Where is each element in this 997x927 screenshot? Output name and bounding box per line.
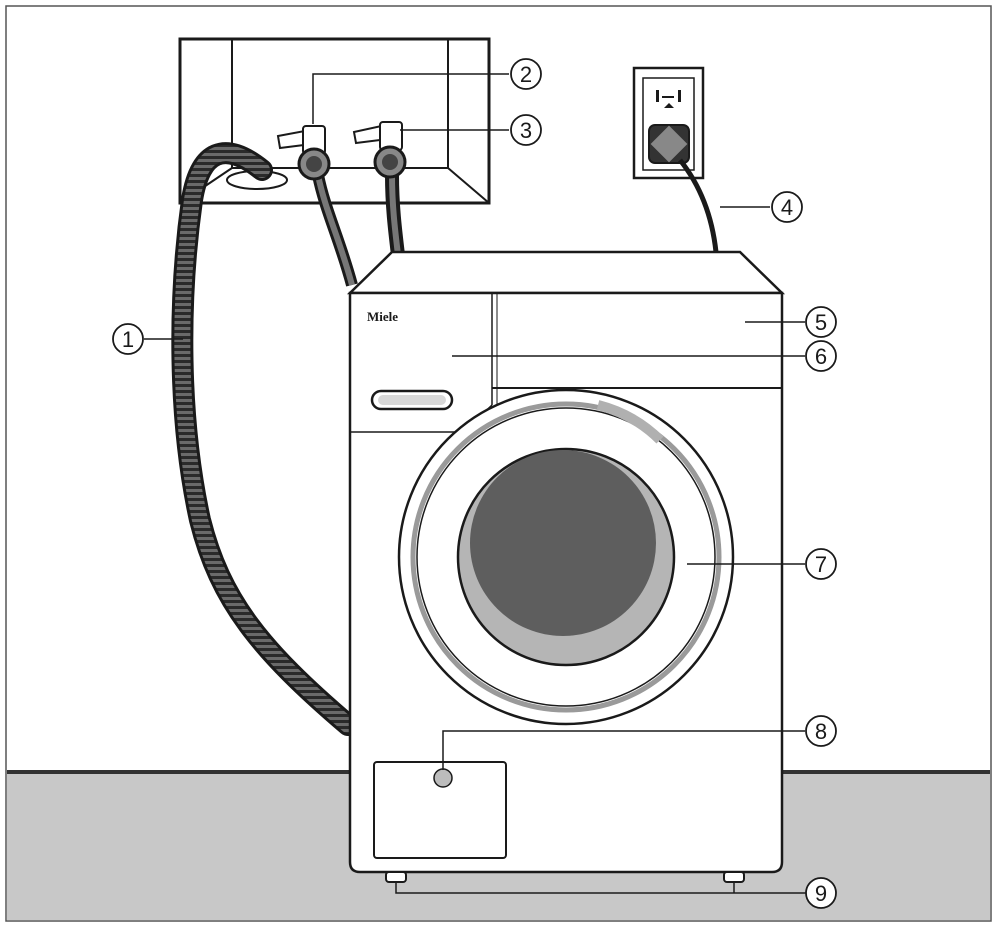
electrical-outlet (632, 66, 705, 180)
callout-4-label: 4 (781, 195, 793, 220)
door-hinge-highlight (596, 400, 664, 444)
brand-logo: Miele (367, 309, 398, 324)
callout-9-label: 9 (815, 881, 827, 906)
callout-1-label: 1 (122, 327, 134, 352)
foot-right (723, 871, 745, 883)
callout-4: 4 (771, 191, 803, 223)
callout-7: 7 (805, 548, 837, 580)
callout-1: 1 (112, 323, 144, 355)
power-cord (678, 158, 719, 253)
callout-6: 6 (805, 340, 837, 372)
washing-machine: Miele (346, 250, 786, 883)
callout-3-label: 3 (520, 118, 532, 143)
callout-8-label: 8 (815, 719, 827, 744)
filter-access-panel (373, 761, 507, 859)
callout-3: 3 (510, 114, 542, 146)
callout-5: 5 (805, 306, 837, 338)
utility-box (178, 37, 491, 205)
filter-cap (433, 768, 453, 788)
callout-6-label: 6 (815, 344, 827, 369)
door-glass (470, 450, 656, 636)
callout-leaders (144, 73, 806, 894)
hot-water-faucet (276, 125, 331, 181)
machine-top (346, 250, 786, 295)
callout-2-label: 2 (520, 62, 532, 87)
callout-5-label: 5 (815, 310, 827, 335)
callout-8: 8 (805, 715, 837, 747)
callout-9: 9 (805, 877, 837, 909)
foot-left (385, 871, 407, 883)
callout-7-label: 7 (815, 552, 827, 577)
cold-water-faucet (352, 121, 407, 179)
callout-2: 2 (510, 58, 542, 90)
